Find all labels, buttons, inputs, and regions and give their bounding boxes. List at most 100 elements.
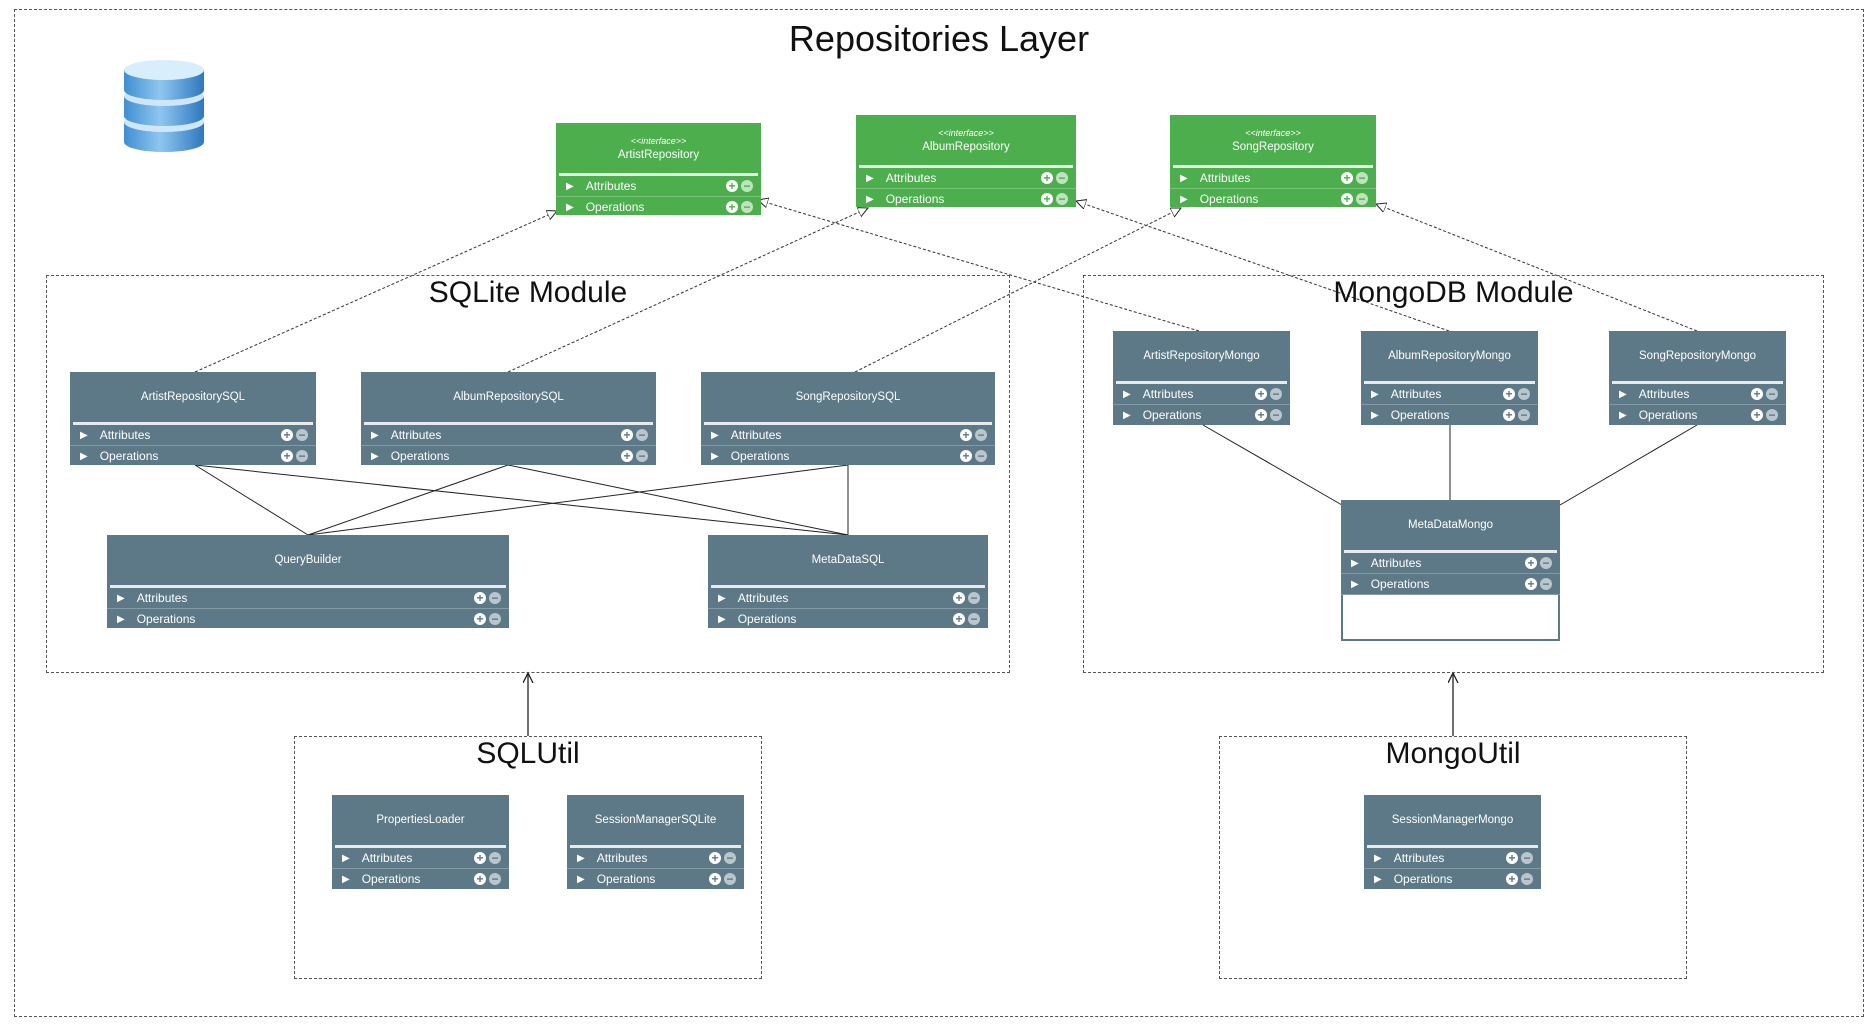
minus-icon[interactable]: −	[636, 429, 648, 441]
class-song-repository-mongo[interactable]: SongRepositoryMongo ▶Attributes+− ▶Opera…	[1609, 331, 1786, 425]
triangle-right-icon[interactable]: ▶	[1371, 388, 1379, 400]
plus-icon[interactable]: +	[474, 613, 486, 625]
plus-icon[interactable]: +	[1255, 409, 1267, 421]
triangle-right-icon[interactable]: ▶	[718, 592, 726, 604]
triangle-right-icon[interactable]: ▶	[566, 201, 574, 213]
plus-icon[interactable]: +	[960, 429, 972, 441]
attributes-row[interactable]: ▶Attributes+−	[708, 588, 988, 609]
triangle-right-icon[interactable]: ▶	[117, 592, 125, 604]
minus-icon[interactable]: −	[1766, 409, 1778, 421]
plus-icon[interactable]: +	[474, 852, 486, 864]
minus-icon[interactable]: −	[1056, 193, 1068, 205]
operations-row[interactable]: ▶Operations+−	[1341, 574, 1560, 595]
triangle-right-icon[interactable]: ▶	[577, 873, 585, 885]
minus-icon[interactable]: −	[968, 592, 980, 604]
operations-row[interactable]: ▶Operations+−	[1364, 869, 1541, 889]
minus-icon[interactable]: −	[489, 592, 501, 604]
triangle-right-icon[interactable]: ▶	[866, 193, 874, 205]
attributes-row[interactable]: ▶Attributes+−	[1170, 168, 1376, 189]
minus-icon[interactable]: −	[489, 613, 501, 625]
triangle-right-icon[interactable]: ▶	[711, 450, 719, 462]
operations-row[interactable]: ▶Operations+−	[1361, 405, 1538, 425]
operations-row[interactable]: ▶Operations+−	[361, 446, 656, 466]
minus-icon[interactable]: −	[968, 613, 980, 625]
plus-icon[interactable]: +	[281, 450, 293, 462]
plus-icon[interactable]: +	[281, 429, 293, 441]
triangle-right-icon[interactable]: ▶	[371, 450, 379, 462]
class-album-repository[interactable]: <<interface>>AlbumRepository ▶Attributes…	[856, 115, 1076, 207]
attributes-row[interactable]: ▶Attributes+−	[332, 848, 509, 869]
class-metadata-sql[interactable]: MetaDataSQL ▶Attributes+− ▶Operations+−	[708, 535, 988, 628]
plus-icon[interactable]: +	[1506, 873, 1518, 885]
triangle-right-icon[interactable]: ▶	[342, 873, 350, 885]
attributes-row[interactable]: ▶Attributes+−	[70, 425, 316, 446]
operations-row[interactable]: ▶Operations+−	[107, 609, 509, 629]
minus-icon[interactable]: −	[1356, 172, 1368, 184]
minus-icon[interactable]: −	[1056, 172, 1068, 184]
operations-row[interactable]: ▶Operations+−	[70, 446, 316, 466]
minus-icon[interactable]: −	[296, 450, 308, 462]
triangle-right-icon[interactable]: ▶	[1351, 578, 1359, 590]
plus-icon[interactable]: +	[1255, 388, 1267, 400]
minus-icon[interactable]: −	[489, 852, 501, 864]
plus-icon[interactable]: +	[953, 613, 965, 625]
operations-row[interactable]: ▶Operations+−	[701, 446, 995, 466]
plus-icon[interactable]: +	[1341, 172, 1353, 184]
plus-icon[interactable]: +	[1041, 193, 1053, 205]
plus-icon[interactable]: +	[726, 180, 738, 192]
triangle-right-icon[interactable]: ▶	[80, 450, 88, 462]
plus-icon[interactable]: +	[726, 201, 738, 213]
minus-icon[interactable]: −	[975, 429, 987, 441]
attributes-row[interactable]: ▶Attributes+−	[1341, 553, 1560, 574]
minus-icon[interactable]: −	[741, 201, 753, 213]
minus-icon[interactable]: −	[1518, 388, 1530, 400]
operations-row[interactable]: ▶Operations+−	[1113, 405, 1290, 425]
plus-icon[interactable]: +	[709, 852, 721, 864]
triangle-right-icon[interactable]: ▶	[117, 613, 125, 625]
class-session-manager-mongo[interactable]: SessionManagerMongo ▶Attributes+− ▶Opera…	[1364, 795, 1541, 889]
minus-icon[interactable]: −	[724, 852, 736, 864]
triangle-right-icon[interactable]: ▶	[1374, 852, 1382, 864]
minus-icon[interactable]: −	[636, 450, 648, 462]
triangle-right-icon[interactable]: ▶	[1619, 409, 1627, 421]
class-album-repository-mongo[interactable]: AlbumRepositoryMongo ▶Attributes+− ▶Oper…	[1361, 331, 1538, 425]
plus-icon[interactable]: +	[953, 592, 965, 604]
plus-icon[interactable]: +	[621, 450, 633, 462]
attributes-row[interactable]: ▶Attributes+−	[556, 176, 761, 197]
plus-icon[interactable]: +	[1751, 409, 1763, 421]
operations-row[interactable]: ▶Operations+−	[708, 609, 988, 629]
minus-icon[interactable]: −	[489, 873, 501, 885]
attributes-row[interactable]: ▶Attributes+−	[1113, 384, 1290, 405]
minus-icon[interactable]: −	[975, 450, 987, 462]
triangle-right-icon[interactable]: ▶	[1619, 388, 1627, 400]
class-session-manager-sqlite[interactable]: SessionManagerSQLite ▶Attributes+− ▶Oper…	[567, 795, 744, 889]
minus-icon[interactable]: −	[1356, 193, 1368, 205]
plus-icon[interactable]: +	[709, 873, 721, 885]
minus-icon[interactable]: −	[1766, 388, 1778, 400]
minus-icon[interactable]: −	[741, 180, 753, 192]
minus-icon[interactable]: −	[1540, 557, 1552, 569]
triangle-right-icon[interactable]: ▶	[711, 429, 719, 441]
attributes-row[interactable]: ▶Attributes+−	[107, 588, 509, 609]
attributes-row[interactable]: ▶Attributes+−	[361, 425, 656, 446]
operations-row[interactable]: ▶Operations+−	[567, 869, 744, 889]
plus-icon[interactable]: +	[1525, 557, 1537, 569]
attributes-row[interactable]: ▶Attributes+−	[567, 848, 744, 869]
triangle-right-icon[interactable]: ▶	[80, 429, 88, 441]
plus-icon[interactable]: +	[621, 429, 633, 441]
class-artist-repository-sql[interactable]: ArtistRepositorySQL ▶Attributes+− ▶Opera…	[70, 372, 316, 465]
class-song-repository-sql[interactable]: SongRepositorySQL ▶Attributes+− ▶Operati…	[701, 372, 995, 465]
attributes-row[interactable]: ▶Attributes+−	[1364, 848, 1541, 869]
operations-row[interactable]: ▶Operations+−	[556, 197, 761, 217]
minus-icon[interactable]: −	[1518, 409, 1530, 421]
triangle-right-icon[interactable]: ▶	[1123, 388, 1131, 400]
triangle-right-icon[interactable]: ▶	[1180, 193, 1188, 205]
operations-row[interactable]: ▶Operations+−	[1609, 405, 1786, 425]
triangle-right-icon[interactable]: ▶	[1351, 557, 1359, 569]
triangle-right-icon[interactable]: ▶	[566, 180, 574, 192]
class-artist-repository-mongo[interactable]: ArtistRepositoryMongo ▶Attributes+− ▶Ope…	[1113, 331, 1290, 425]
plus-icon[interactable]: +	[960, 450, 972, 462]
attributes-row[interactable]: ▶Attributes+−	[1361, 384, 1538, 405]
triangle-right-icon[interactable]: ▶	[342, 852, 350, 864]
plus-icon[interactable]: +	[1525, 578, 1537, 590]
